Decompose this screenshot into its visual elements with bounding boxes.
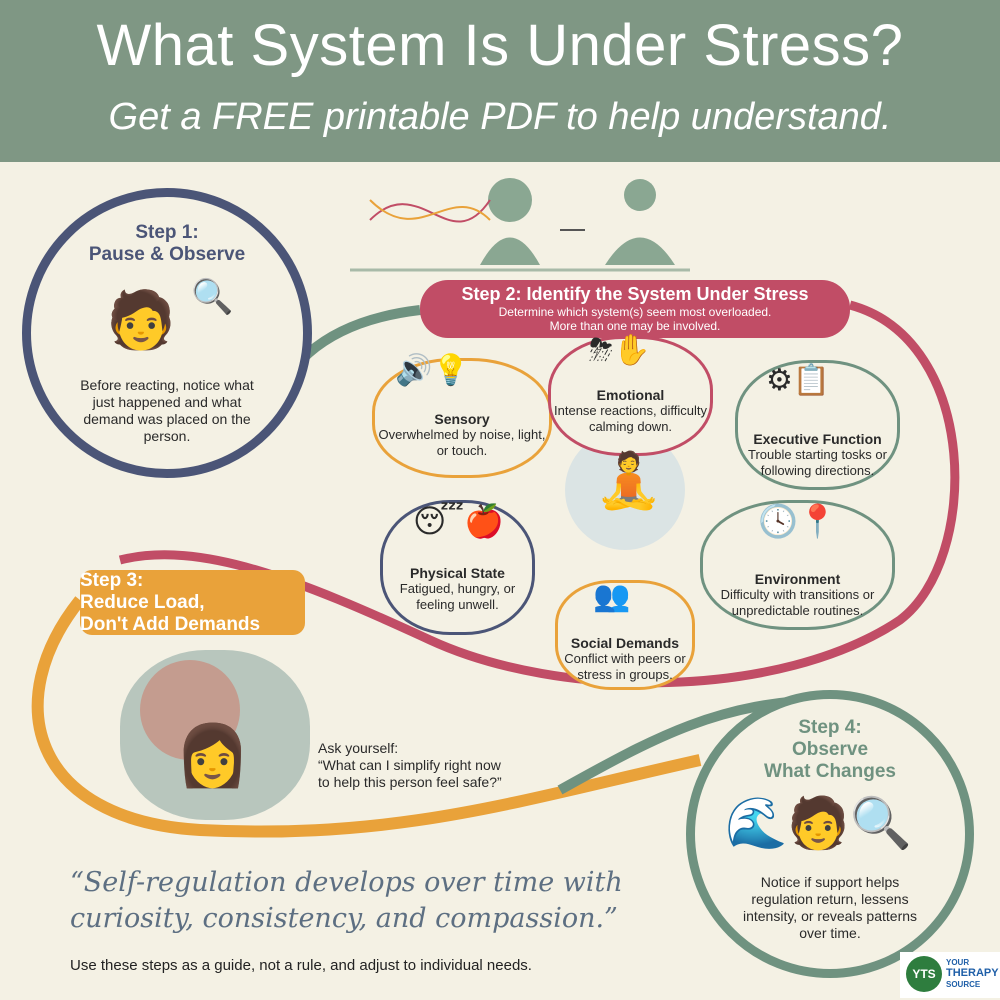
step3-line1: Reduce Load, xyxy=(80,592,205,613)
step3-ask: Ask yourself: xyxy=(318,740,399,756)
logo-mark: YTS xyxy=(906,956,942,992)
system-name: Sensory xyxy=(434,411,490,427)
step4-circle: Step 4: Observe What Changes 🌊🧑🔍 Notice … xyxy=(686,690,974,978)
page-title: What System Is Under Stress? xyxy=(96,13,904,78)
step3-label: Step 3: Reduce Load, Don't Add Demands xyxy=(80,570,305,635)
system-desc: Trouble starting tosks or following dire… xyxy=(748,447,887,478)
system-name: Emotional xyxy=(596,387,665,403)
wave-person-magnifier-icon: 🌊🧑🔍 xyxy=(725,795,912,851)
step2-banner: Step 2: Identify the System Under Stress… xyxy=(420,280,850,338)
step4-line1: Observe xyxy=(791,739,869,760)
people-talking-icon: 👥 xyxy=(593,580,631,613)
hero-illustration xyxy=(360,170,690,270)
header-banner: What System Is Under Stress? Get a FREE … xyxy=(0,0,1000,162)
logo-line2: THERAPY xyxy=(946,967,999,979)
page-subtitle: Get a FREE printable PDF to help underst… xyxy=(108,96,892,138)
step2-title: Step 2: Identify the System Under Stress xyxy=(461,284,809,304)
person-thinking-icon: 🧑 xyxy=(106,288,176,351)
quote: “Self-regulation develops over time with… xyxy=(70,867,623,934)
tired-person-apple-icon: 😴🍎 xyxy=(413,503,505,539)
step4-title: Step 4: xyxy=(798,717,862,738)
system-name: Social Demands xyxy=(570,635,680,651)
step4-text: Notice if support helps regulation retur… xyxy=(742,874,918,941)
step2-line1: Determine which system(s) seem most over… xyxy=(498,305,772,319)
step1-subtitle: Pause & Observe xyxy=(88,244,246,265)
logo-line1: YOUR xyxy=(946,958,970,967)
step3-question: “What can I simplify right now to help t… xyxy=(318,757,502,790)
gears-clipboard-icon: ⚙📋 xyxy=(766,364,831,397)
system-name: Executive Function xyxy=(753,431,882,447)
system-name: Environment xyxy=(754,571,841,587)
clock-path-icon: 🕓📍 xyxy=(758,503,838,539)
step3-title: Step 3: xyxy=(80,570,144,591)
step2-line2: More than one may be involved. xyxy=(549,319,721,333)
storm-hand-icon: ⛈✋ xyxy=(589,334,651,367)
step1-title: Step 1: xyxy=(135,222,199,243)
step4-line2: What Changes xyxy=(764,761,896,782)
system-desc: Conflict with peers or stress in groups. xyxy=(564,651,686,682)
system-desc: Fatigued, hungry, or feeling unwell. xyxy=(399,581,516,612)
magnifier-cloud-icon: 🔍 xyxy=(191,278,234,316)
step1-circle: Step 1: Pause & Observe 🧑 🔍 Before react… xyxy=(22,188,312,478)
yts-logo: YTS YOUR THERAPY SOURCE xyxy=(900,952,1000,998)
step1-text: Before reacting, notice what just happen… xyxy=(80,377,254,444)
step3-line2: Don't Add Demands xyxy=(80,614,261,635)
system-desc: Intense reactions, difficulty calming do… xyxy=(554,403,707,434)
calming-hand-illustration: 👩 xyxy=(120,650,310,820)
footer-note: Use these steps as a guide, not a rule, … xyxy=(70,957,532,974)
system-name: Physical State xyxy=(410,565,505,581)
system-desc: Difficulty with transitions or unpredict… xyxy=(720,587,875,618)
logo-line3: SOURCE xyxy=(946,980,981,989)
step3-prompt: Ask yourself: “What can I simplify right… xyxy=(318,740,508,791)
system-desc: Overwhelmed by noise, light, or touch. xyxy=(378,427,546,458)
child-tree-pose-figure: 🧘 xyxy=(595,451,663,511)
speaker-lightbulb-icon: 🔊💡 xyxy=(395,354,470,387)
